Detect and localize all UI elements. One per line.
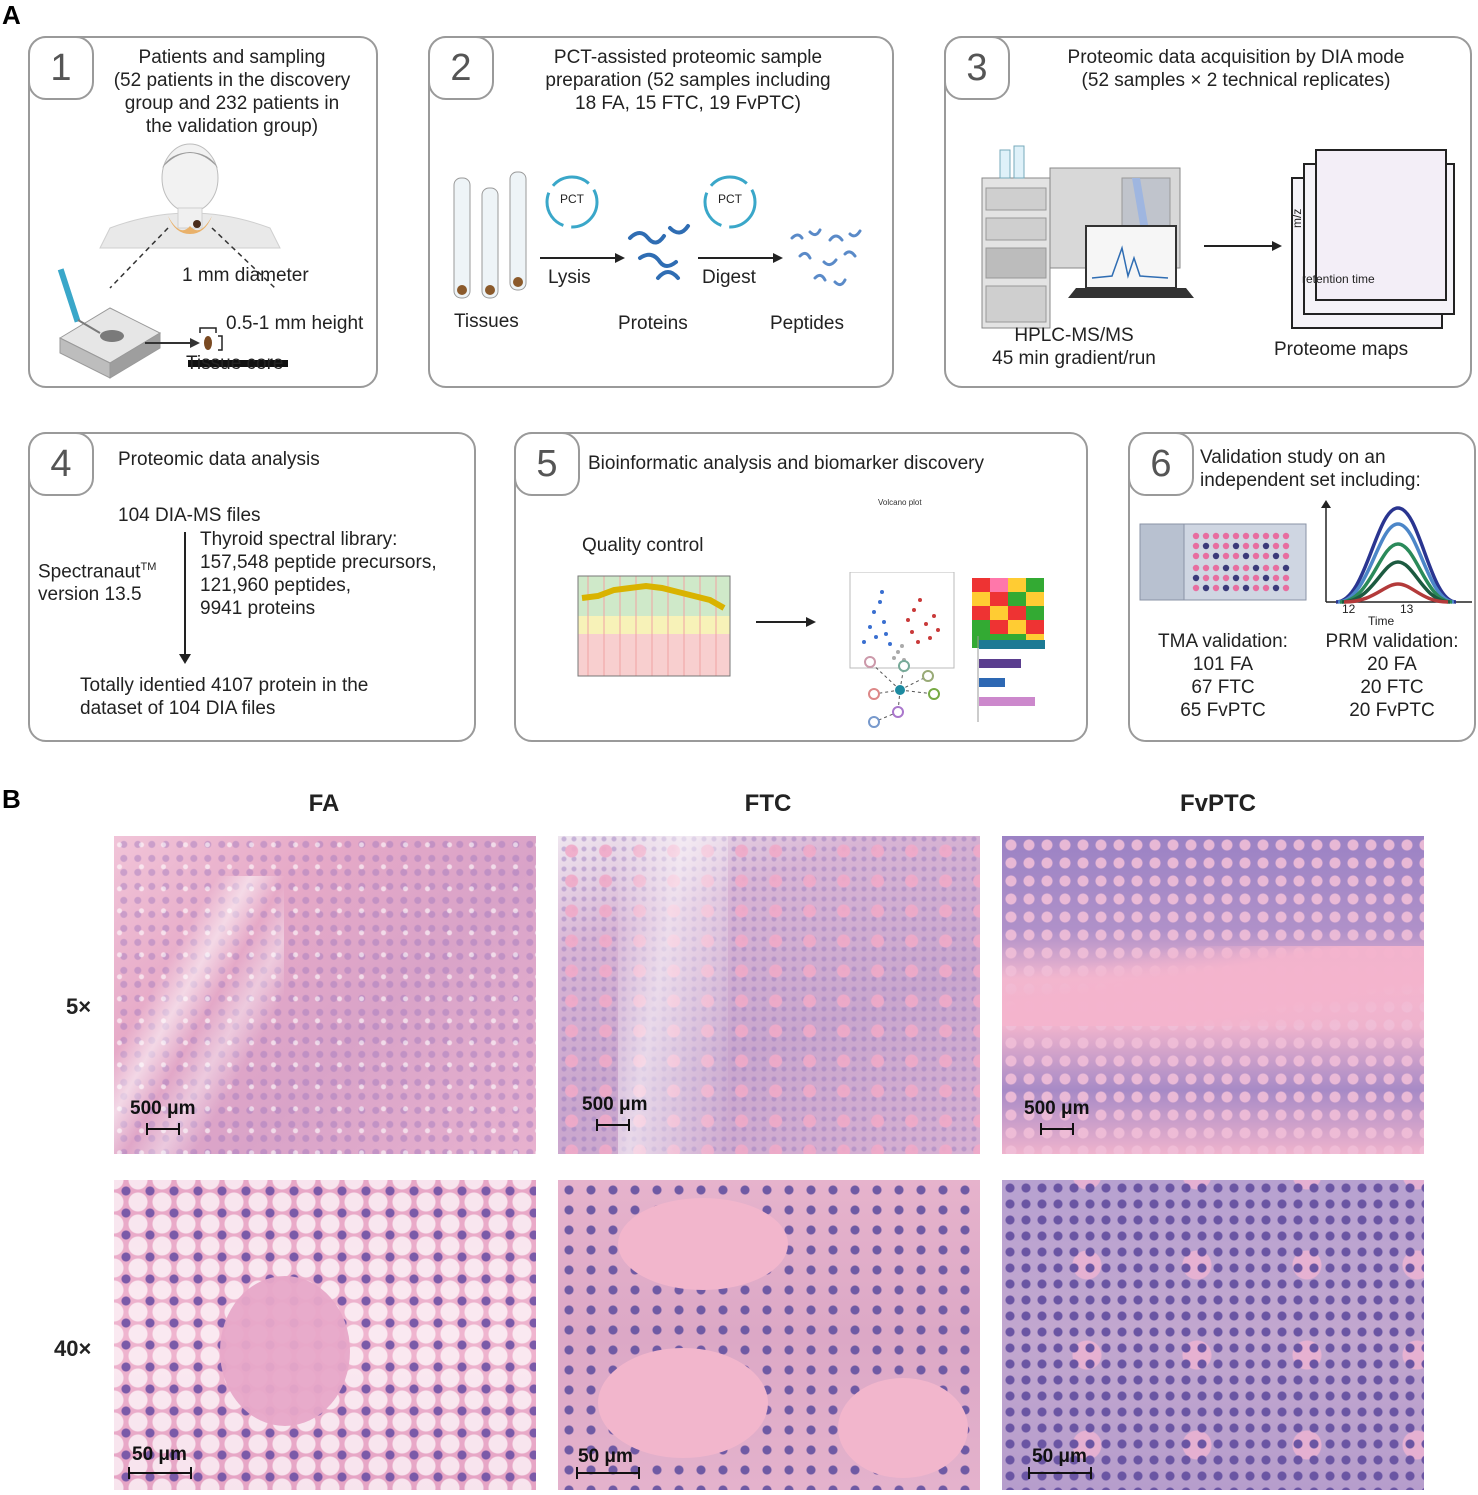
micrograph-fvptc-40x	[1002, 1180, 1424, 1490]
tissue-core-label: Tissue core	[186, 353, 284, 374]
scale-bar-fvptc-5x	[1040, 1123, 1074, 1135]
step-4-title: Proteomic data analysis	[118, 449, 320, 470]
step-1-box: 1 Patients and sampling (52 patients in …	[28, 36, 378, 388]
step-2-box: 2 PCT-assisted proteomic sample preparat…	[428, 36, 894, 388]
proteins-label: Proteins	[618, 313, 688, 334]
proteome-maps-label: Proteome maps	[1274, 339, 1409, 360]
core-height-label: 0.5-1 mm height	[226, 313, 364, 334]
instrument-label: HPLC-MS/MS 45 min gradient/run	[992, 325, 1156, 369]
micrograph-ftc-5x	[558, 836, 980, 1154]
scale-bar-ftc-5x	[596, 1119, 630, 1131]
sample-prep-illustration	[453, 171, 862, 299]
scale-bar-fvptc-40x	[1028, 1467, 1092, 1479]
spectral-library-label: Thyroid spectral library: 157,548 peptid…	[200, 529, 437, 619]
pct-label-2: PCT	[718, 192, 742, 206]
peptides-label: Peptides	[770, 313, 844, 334]
panel-a-label: A	[2, 0, 21, 30]
micrograph-ftc-40x	[558, 1180, 980, 1490]
patient-sampling-illustration	[57, 143, 288, 379]
software-label: SpectranautTM version 13.5	[38, 561, 157, 606]
validation-illustration	[1139, 500, 1472, 604]
prm-time-label: Time	[1368, 614, 1395, 628]
bioinformatics-illustration	[577, 572, 1045, 728]
digest-label: Digest	[702, 267, 756, 288]
step-4-box: 4 Proteomic data analysis 104 DIA-MS fil…	[28, 432, 476, 742]
tissues-label: Tissues	[454, 311, 519, 332]
panel-b-label: B	[2, 784, 21, 814]
step-3-box: 3 Proteomic data acquisition by DIA mode…	[944, 36, 1472, 388]
step-2-title: PCT-assisted proteomic sample preparatio…	[545, 47, 831, 114]
step-6-box: 6 Validation study on an independent set…	[1128, 432, 1476, 742]
ms-instrument-illustration	[981, 145, 1455, 329]
pct-label-1: PCT	[560, 192, 584, 206]
row-header-40x: 40×	[54, 1336, 92, 1361]
scale-bar-ftc-40x	[576, 1467, 640, 1479]
step-5-title: Bioinformatic analysis and biomarker dis…	[588, 453, 984, 474]
scale-label-fvptc-5x: 500 μm	[1024, 1098, 1090, 1119]
micrograph-fa-40x	[114, 1180, 536, 1490]
retention-time-label: retention time	[1302, 272, 1375, 286]
qc-label: Quality control	[582, 535, 704, 556]
flow-arrow-line	[184, 532, 186, 654]
volcano-plot-title: Volcano plot	[878, 498, 922, 507]
scale-label-fa-40x: 50 μm	[132, 1444, 187, 1465]
step-4-number: 4	[28, 432, 94, 496]
step-1-number: 1	[28, 36, 94, 100]
result-label: Totally identied 4107 protein in the dat…	[80, 675, 369, 719]
core-diameter-label: 1 mm diameter	[182, 265, 309, 286]
column-header-fa: FA	[308, 790, 340, 817]
column-header-fvptc: FvPTC	[1179, 790, 1256, 817]
scale-label-fvptc-40x: 50 μm	[1032, 1446, 1087, 1467]
prm-tick-13: 13	[1400, 602, 1414, 616]
column-header-ftc: FTC	[744, 790, 792, 817]
mz-axis-label: m/z	[1290, 208, 1304, 228]
step-3-title: Proteomic data acquisition by DIA mode (…	[1067, 47, 1405, 91]
micrograph-fa-5x	[114, 836, 536, 1154]
micrograph-fvptc-5x	[1002, 836, 1424, 1154]
step-5-box: 5 Bioinformatic analysis and biomarker d…	[514, 432, 1088, 742]
step-1-title: Patients and sampling (52 patients in th…	[113, 47, 351, 137]
step-5-number: 5	[514, 432, 580, 496]
prm-validation-label: PRM validation: 20 FA 20 FTC 20 FvPTC	[1325, 631, 1459, 721]
step-6-title: Validation study on an independent set i…	[1200, 447, 1421, 491]
step-2-number: 2	[428, 36, 494, 100]
lysis-label: Lysis	[548, 267, 591, 288]
scale-label-fa-5x: 500 μm	[130, 1098, 196, 1119]
step-6-number: 6	[1128, 432, 1194, 496]
flow-arrow-head	[179, 654, 191, 664]
row-header-5x: 5×	[66, 994, 92, 1019]
scale-label-ftc-40x: 50 μm	[578, 1446, 633, 1467]
tma-validation-label: TMA validation: 101 FA 67 FTC 65 FvPTC	[1158, 631, 1288, 721]
scale-bar-fa-40x	[128, 1467, 192, 1479]
scale-bar-fa-5x	[146, 1123, 180, 1135]
dia-files-label: 104 DIA-MS files	[118, 505, 261, 526]
prm-tick-12: 12	[1342, 602, 1356, 616]
step-3-number: 3	[944, 36, 1010, 100]
scale-label-ftc-5x: 500 μm	[582, 1094, 648, 1115]
